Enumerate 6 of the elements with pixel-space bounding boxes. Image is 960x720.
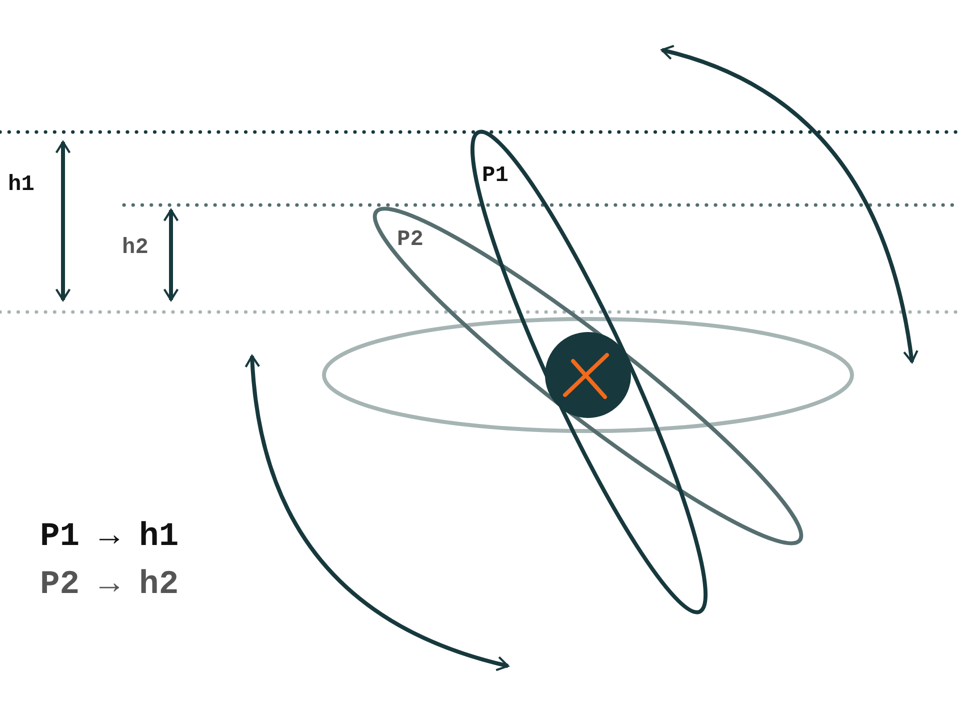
legend-text: P1 → h1	[40, 520, 179, 553]
legend-text: P2 → h2	[40, 568, 179, 601]
plane-label: P2	[397, 229, 424, 251]
height-label: h2	[122, 237, 148, 259]
plane-label: P1	[482, 165, 508, 187]
height-label: h1	[8, 174, 34, 196]
